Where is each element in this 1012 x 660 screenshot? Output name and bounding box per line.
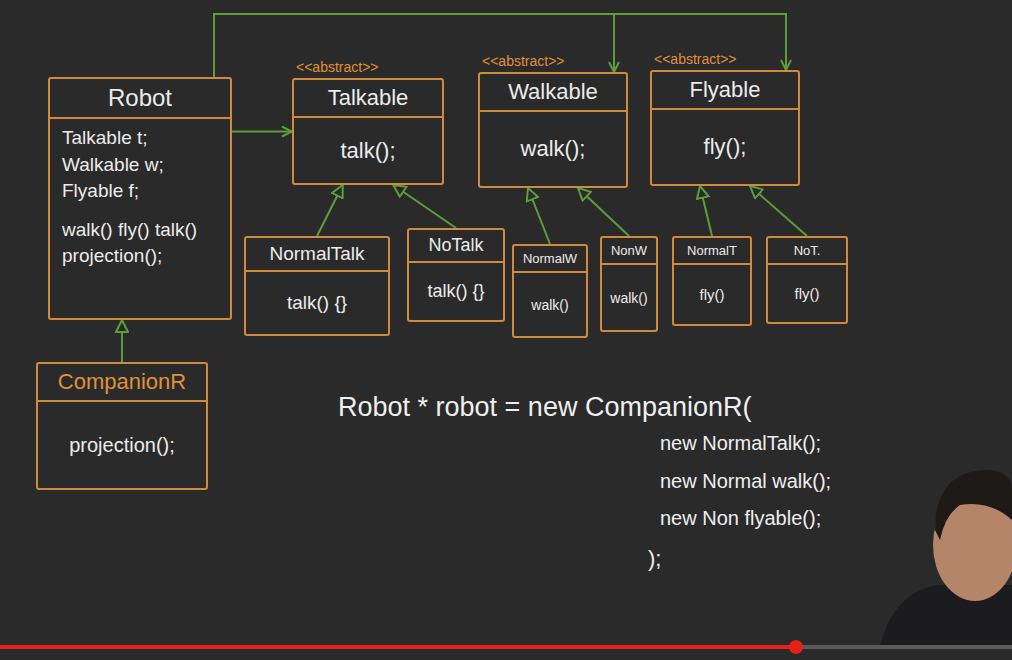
class-box: NoTalktalk() {} <box>407 228 505 322</box>
class-name: NormalTalk <box>246 238 388 272</box>
class-member: Talkable t; Walkable w; Flyable f; <box>50 119 224 211</box>
class-member: walk() <box>514 273 586 336</box>
code-line: ); <box>648 546 661 572</box>
association-arrow <box>214 14 614 77</box>
stereotype-label: <<abstract>> <box>654 51 737 67</box>
class-name: Talkable <box>294 80 442 118</box>
association-arrow <box>214 14 786 77</box>
inheritance-line <box>750 186 807 236</box>
class-name: NonW <box>602 238 656 265</box>
stereotype-label: <<abstract>> <box>482 53 565 69</box>
inheritance-line <box>317 185 343 236</box>
inheritance-line <box>700 186 712 236</box>
class-box: CompanionRprojection(); <box>36 362 208 490</box>
class-box: RobotTalkable t; Walkable w; Flyable f;w… <box>48 77 232 320</box>
class-member: fly() <box>674 265 750 324</box>
code-line: Robot * robot = new CompanionR( <box>338 392 751 423</box>
code-line: new Normal walk(); <box>660 470 831 493</box>
class-name: Flyable <box>652 72 798 110</box>
class-box: NonWwalk() <box>600 236 658 332</box>
class-name: CompanionR <box>38 364 206 402</box>
class-member: fly(); <box>652 110 798 184</box>
inheritance-line <box>121 320 123 362</box>
class-member: talk(); <box>294 118 442 183</box>
class-box: NormalWwalk() <box>512 244 588 338</box>
class-box: NormalTalktalk() {} <box>244 236 390 336</box>
inheritance-line <box>528 188 550 244</box>
class-box: <<abstract>>Talkabletalk(); <box>292 78 444 185</box>
class-name: NormalW <box>514 246 586 273</box>
class-member: fly() <box>768 265 846 322</box>
class-box: NoT.fly() <box>766 236 848 324</box>
stereotype-label: <<abstract>> <box>296 59 379 75</box>
inheritance-line <box>393 185 456 228</box>
class-box: NormalTfly() <box>672 236 752 326</box>
class-box: <<abstract>>Flyablefly(); <box>650 70 800 186</box>
class-member: walk(); <box>480 112 626 186</box>
class-member: projection(); <box>38 402 206 488</box>
class-name: Robot <box>50 79 230 119</box>
inheritance-line <box>578 188 629 236</box>
class-name: NormalT <box>674 238 750 265</box>
progress-bar <box>0 645 796 649</box>
class-member: walk() fly() talk() projection(); <box>50 211 224 276</box>
class-member: talk() {} <box>246 272 388 334</box>
class-name: NoT. <box>768 238 846 265</box>
presenter-hair <box>935 470 1012 540</box>
class-box: <<abstract>>Walkablewalk(); <box>478 72 628 188</box>
class-name: Walkable <box>480 74 626 112</box>
progress-track <box>0 645 1012 649</box>
association-arrow <box>232 131 292 133</box>
class-name: NoTalk <box>409 230 503 263</box>
code-line: new NormalTalk(); <box>660 432 821 455</box>
progress-knob <box>789 640 803 654</box>
code-line: new Non flyable(); <box>660 507 821 530</box>
class-member: walk() <box>602 265 656 330</box>
class-member: talk() {} <box>409 263 503 320</box>
